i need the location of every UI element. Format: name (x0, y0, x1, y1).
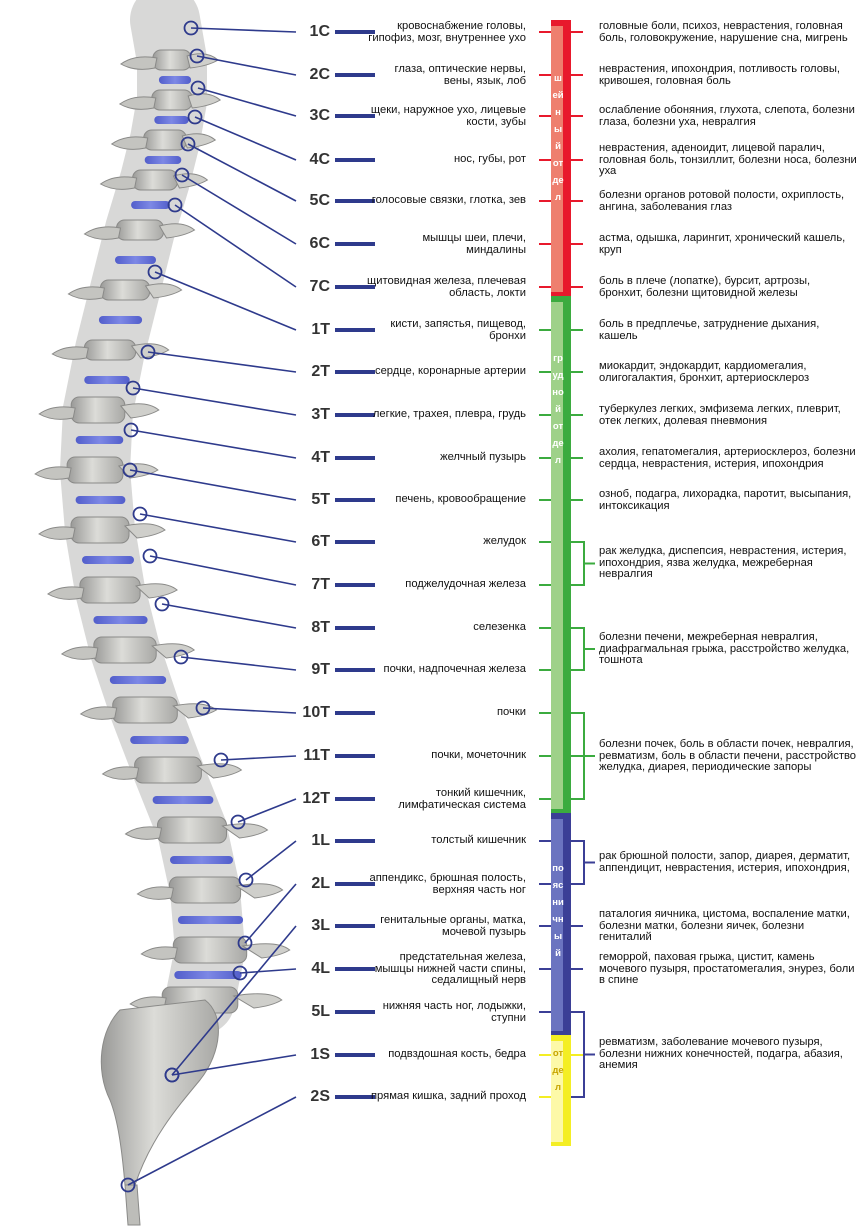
section-label-sacral: отдел (552, 1045, 564, 1096)
connector-line (155, 272, 296, 330)
organ-text: печень, кровообращение (366, 494, 526, 506)
organ-text: предстательная железа, мышцы нижней част… (366, 952, 526, 987)
disease-text: паталогия яичника, цистома, воспаление м… (599, 909, 857, 944)
disease-text: озноб, подагра, лихорадка, паротит, высы… (599, 489, 857, 512)
connector-line (197, 56, 296, 75)
vertebra-label: 7T (296, 576, 330, 594)
connector-line (131, 430, 296, 458)
vertebra-label: 6T (296, 533, 330, 551)
organ-text: тонкий кишечник, лимфатическая система (366, 788, 526, 811)
group-bracket (571, 542, 595, 585)
vertebra-label: 6C (296, 235, 330, 253)
organ-text: поджелудочная железа (366, 579, 526, 591)
disease-text: ослабление обоняния, глухота, слепота, б… (599, 105, 857, 128)
organ-text: голосовые связки, глотка, зев (366, 195, 526, 207)
connector-line (140, 514, 296, 542)
connector-line (203, 708, 296, 713)
vertebra-label: 7C (296, 278, 330, 296)
group-disease-text: ревматизм, заболевание мочевого пузыря, … (599, 1037, 857, 1072)
connector-line (181, 657, 296, 670)
connector-line (182, 175, 296, 244)
vertebra-label: 5T (296, 491, 330, 509)
vertebra-label: 5C (296, 192, 330, 210)
group-bracket (571, 841, 595, 884)
connector-line (238, 799, 296, 822)
organ-text: нос, губы, рот (366, 154, 526, 166)
vertebra-label: 11T (296, 747, 330, 765)
vertebra-label: 2C (296, 66, 330, 84)
section-label-lumbar: поясничный (552, 860, 564, 962)
section-label-thoracic: грудной отдел (552, 350, 564, 469)
disease-text: головные боли, психоз, неврастения, голо… (599, 21, 857, 44)
organ-text: подвздошная кость, бедра (366, 1049, 526, 1061)
organ-text: желудок (366, 536, 526, 548)
organ-text: селезенка (366, 622, 526, 634)
vertebra-label: 9T (296, 661, 330, 679)
vertebra-label: 3L (296, 917, 330, 935)
group-disease-text: рак брюшной полости, запор, диарея, дерм… (599, 851, 857, 874)
vertebra-label: 2L (296, 875, 330, 893)
organ-text: мышцы шеи, плечи, миндалины (366, 233, 526, 256)
disease-text: боль в предплечье, затруднение дыхания, … (599, 319, 857, 342)
vertebra-label: 1S (296, 1046, 330, 1064)
disease-text: боль в плече (лопатке), бурсит, артрозы,… (599, 276, 857, 299)
connector-line (162, 604, 296, 628)
group-disease-text: болезни почек, боль в области почек, нев… (599, 739, 857, 774)
connector-line (150, 556, 296, 585)
group-disease-text: болезни печени, межреберная невралгия, д… (599, 632, 857, 667)
connector-line (175, 205, 296, 287)
disease-text: болезни органов ротовой полости, охрипло… (599, 190, 857, 213)
disease-text: ахолия, гепатомегалия, артериосклероз, б… (599, 447, 857, 470)
organ-text: почки (366, 707, 526, 719)
disease-text: туберкулез легких, эмфизема легких, плев… (599, 404, 857, 427)
organ-text: желчный пузырь (366, 452, 526, 464)
vertebra-label: 10T (296, 704, 330, 722)
vertebra-label: 4L (296, 960, 330, 978)
disease-text: неврастения, аденоидит, лицевой паралич,… (599, 143, 857, 178)
connector-line (191, 28, 296, 32)
organ-text: нижняя часть ног, лодыжки, ступни (366, 1001, 526, 1024)
connector-line (130, 470, 296, 500)
vertebra-label: 2S (296, 1088, 330, 1106)
vertebral-column (35, 20, 290, 1225)
vertebra-label: 3T (296, 406, 330, 424)
vertebra-label: 5L (296, 1003, 330, 1021)
disease-text: неврастения, ипохондрия, потливость голо… (599, 64, 857, 87)
organ-text: почки, мочеточник (366, 750, 526, 762)
vertebra-label: 1T (296, 321, 330, 339)
disease-text: миокардит, эндокардит, кардиомегалия, ол… (599, 361, 857, 384)
group-disease-text: рак желудка, диспепсия, неврастения, ист… (599, 546, 857, 581)
vertebra-label: 8T (296, 619, 330, 637)
connector-line (221, 756, 296, 760)
organ-text: легкие, трахея, плевра, грудь (366, 409, 526, 421)
vertebra-label: 2T (296, 363, 330, 381)
connector-line (240, 969, 296, 973)
organ-text: глаза, оптические нервы, вены, язык, лоб (366, 64, 526, 87)
group-bracket (571, 628, 595, 670)
connector-line (246, 841, 296, 880)
organ-text: кровоснабжение головы, гипофиз, мозг, вн… (366, 21, 526, 44)
vertebra-label: 4C (296, 151, 330, 169)
connector-line (148, 352, 296, 372)
organ-text: аппендикс, брюшная полость, верхняя част… (366, 873, 526, 896)
vertebra-label: 12T (296, 790, 330, 808)
vertebra-label: 1C (296, 23, 330, 41)
vertebra-label: 1L (296, 832, 330, 850)
section-label-cervical: шейный отдел (552, 70, 564, 206)
disease-text: геморрой, паховая грыжа, цистит, камень … (599, 952, 857, 987)
organ-text: генитальные органы, матка, мочевой пузыр… (366, 915, 526, 938)
organ-text: толстый кишечник (366, 835, 526, 847)
organ-text: кисти, запястья, пищевод, бронхи (366, 319, 526, 342)
organ-text: щеки, наружное ухо, лицевые кости, зубы (366, 105, 526, 128)
disease-text: астма, одышка, ларингит, хронический каш… (599, 233, 857, 256)
vertebra-label: 4T (296, 449, 330, 467)
vertebra-label: 3C (296, 107, 330, 125)
organ-text: сердце, коронарные артерии (366, 366, 526, 378)
organ-text: щитовидная железа, плечевая область, лок… (366, 276, 526, 299)
organ-text: почки, надпочечная железа (366, 664, 526, 676)
organ-text: прямая кишка, задний проход (366, 1091, 526, 1103)
